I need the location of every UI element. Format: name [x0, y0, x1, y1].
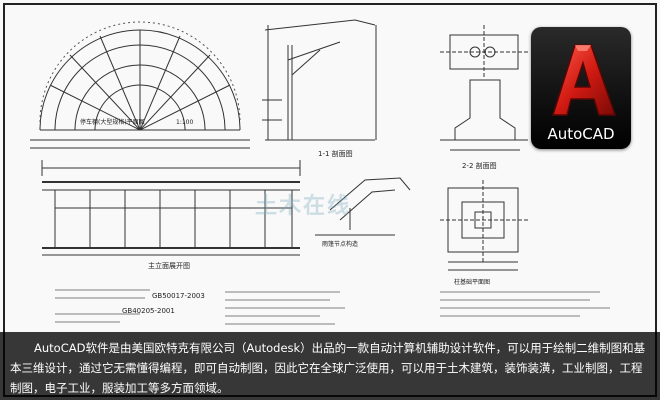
caption-text: AutoCAD软件是由美国欧特克有限公司（Autodesk）出品的一款自动计算机… [10, 341, 646, 395]
main-elevation [41, 160, 301, 256]
watermark: 土木在线 [255, 194, 352, 219]
autocad-logo: AutoCAD [531, 27, 631, 149]
arch-canopy-plan [30, 21, 250, 149]
notes-standard-2: GB40205-2001 [122, 307, 175, 315]
foundation-plan [440, 180, 528, 271]
logo-text: AutoCAD [547, 125, 615, 143]
foundation-title: 柱基础平面图 [454, 278, 490, 286]
section-1-1 [262, 19, 377, 141]
design-notes [55, 289, 610, 325]
arch-plan-scale: 1:100 [176, 119, 193, 126]
section-2-label: 2-2 剖面图 [462, 161, 497, 170]
autocad-a-icon [551, 44, 617, 116]
caption-overlay: AutoCAD软件是由美国欧特克有限公司（Autodesk）出品的一款自动计算机… [0, 332, 660, 400]
section-1-label: 1-1 剖面图 [318, 149, 353, 158]
foundation-detail-top [440, 25, 528, 151]
notes-standard-1: GB50017-2003 [152, 292, 205, 300]
canopy-detail [315, 177, 411, 236]
elevation-title: 主立面展开图 [148, 261, 190, 270]
arch-plan-title: 停车棚(大型规格)平面图 [80, 118, 145, 126]
detail-title: 雨篷节点构造 [322, 240, 358, 248]
